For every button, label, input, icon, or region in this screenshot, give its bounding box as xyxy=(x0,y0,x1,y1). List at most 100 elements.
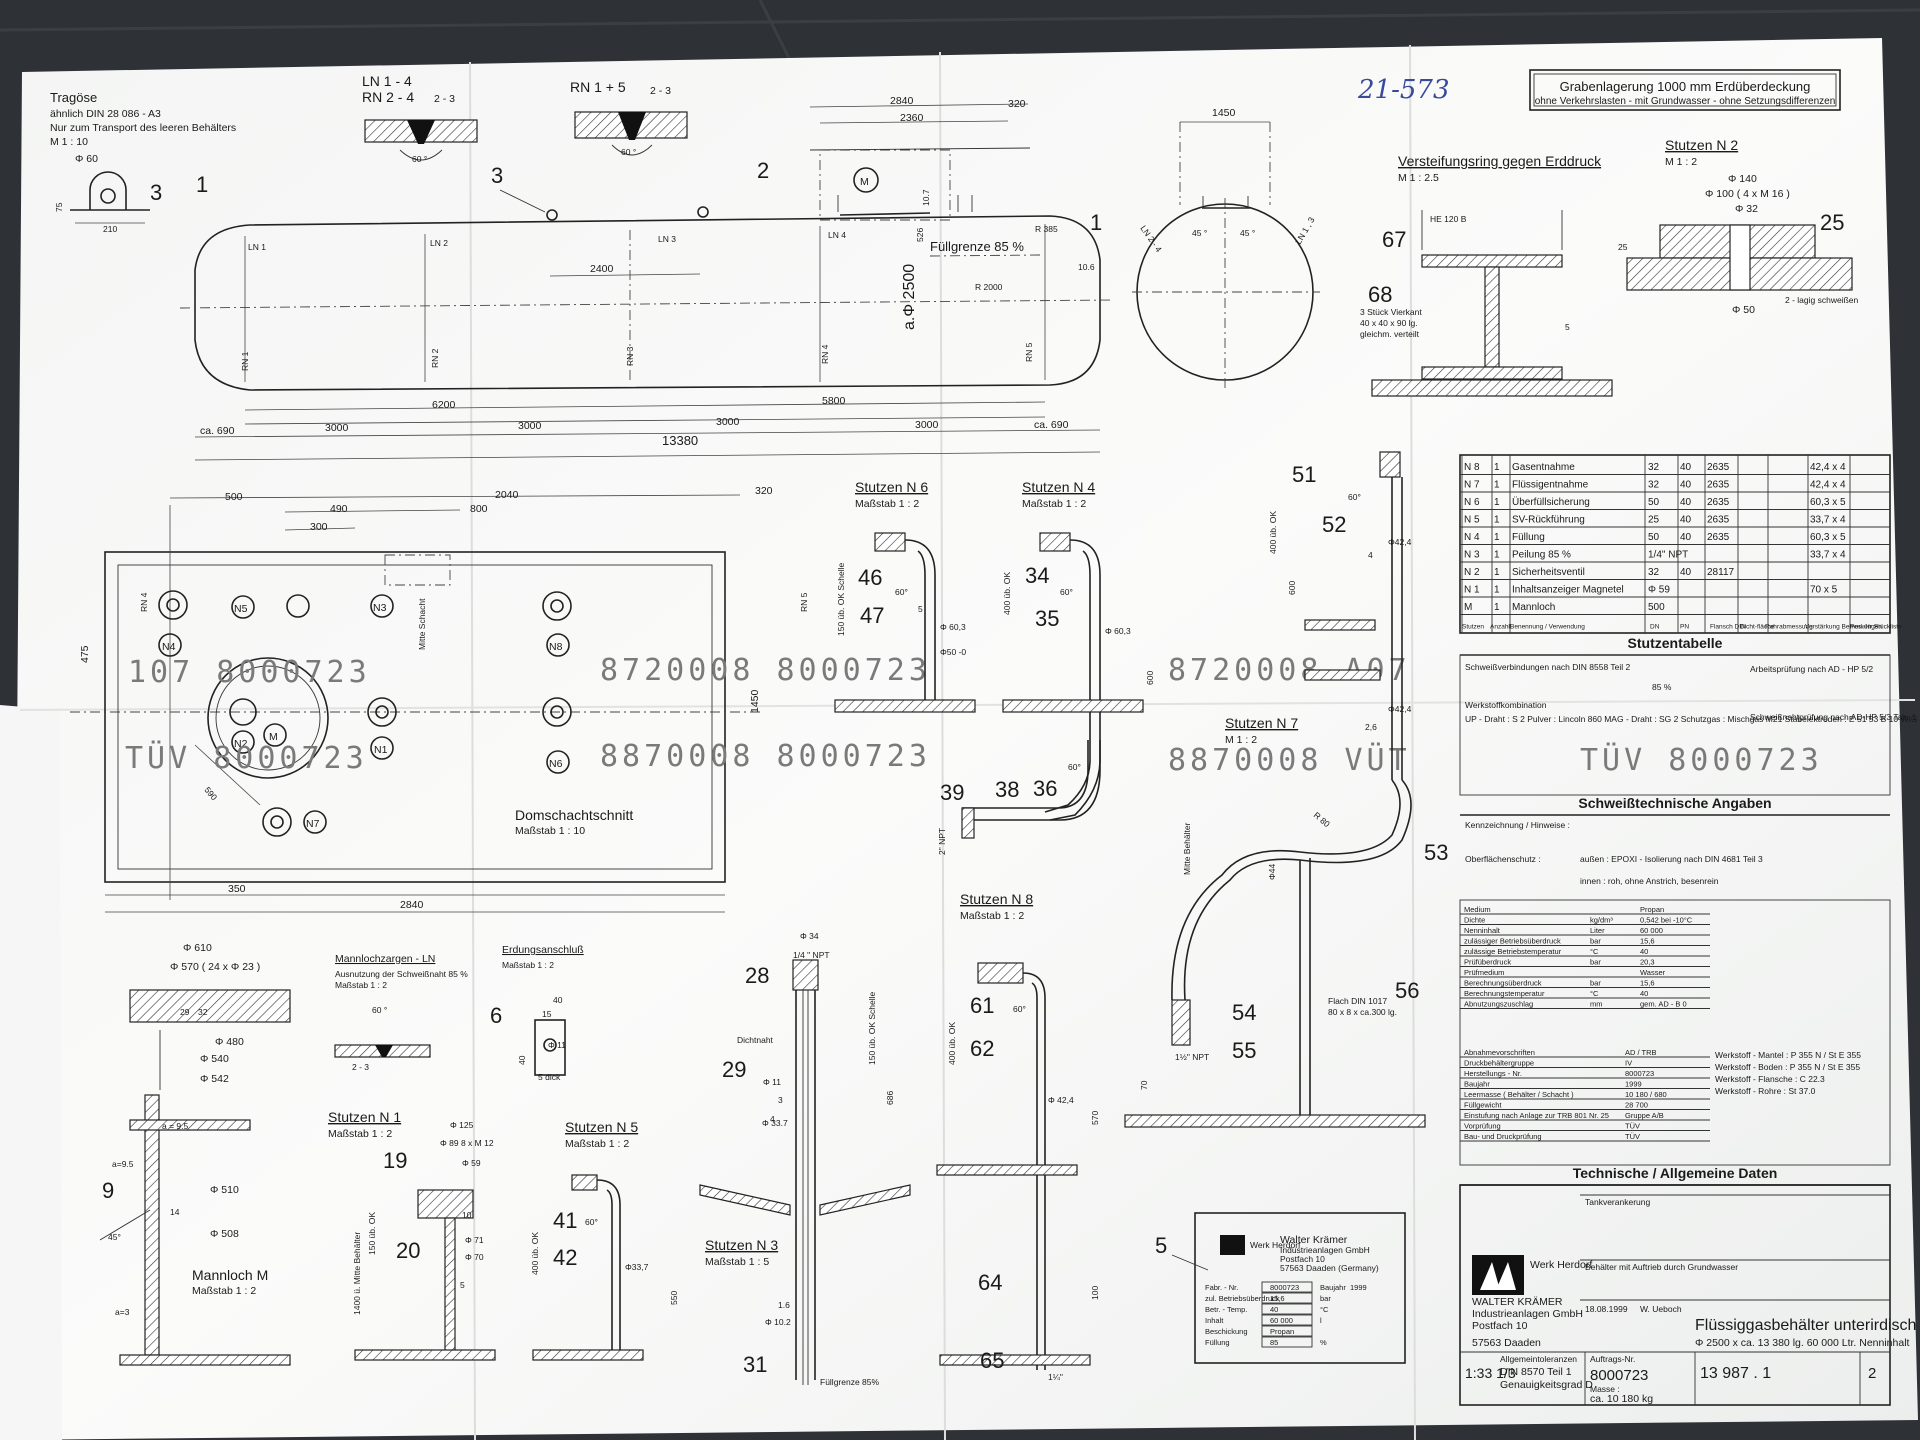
plan-view: 500 2040 320 490 800 300 475 1450 350 28… xyxy=(70,485,809,913)
nozzle-footer-cell: Flansch DIN xyxy=(1710,624,1746,631)
n3-fill: Füllgrenze 85% xyxy=(820,1377,880,1387)
n1-d5: 5 xyxy=(460,1280,465,1290)
nozzle-cell: M xyxy=(1464,602,1472,613)
riser-mid: Mitte Behälter xyxy=(1182,822,1192,875)
riser-item54: 54 xyxy=(1232,1000,1256,1025)
tb-werk: Werk Herdorf xyxy=(1530,1259,1592,1271)
header-box: Grabenlagerung 1000 mm Erdüberdeckung oh… xyxy=(1529,69,1841,111)
tb-note: Behälter mit Auftrieb durch Grundwasser xyxy=(1585,1262,1738,1272)
plate-cell: 8000723 xyxy=(1270,1283,1299,1292)
plan-dim-right: 1450 xyxy=(749,689,761,713)
nameplate: Werk Herdorf Walter Krämer Industrieanla… xyxy=(1155,1212,1406,1364)
mh-i14: 14 xyxy=(170,1207,180,1217)
n2-title: Stutzen N 2 xyxy=(1665,137,1738,153)
nozzle-cell: 1 xyxy=(1494,515,1500,526)
tb-spec: Φ 2500 x ca. 13 380 lg. 60 000 Ltr. Nenn… xyxy=(1695,1337,1910,1349)
n5-d337: Φ33,7 xyxy=(625,1262,649,1272)
dim-5800: 5800 xyxy=(822,395,846,407)
tech-cell: Nenninhalt xyxy=(1464,926,1501,935)
header-line2: ohne Verkehrslasten - mit Grundwasser - … xyxy=(1535,96,1836,107)
n2-scale: M 1 : 2 xyxy=(1665,156,1697,168)
tragoese-line1: ähnlich DIN 28 086 - A3 xyxy=(50,108,161,120)
tb-company1: WALTER KRÄMER xyxy=(1472,1296,1563,1308)
riser-item55: 55 xyxy=(1232,1038,1256,1063)
plate-cell: % xyxy=(1320,1338,1327,1347)
tech-cell: bar xyxy=(1590,958,1601,967)
plan-dim-2040: 2040 xyxy=(495,489,519,501)
n5-item42: 42 xyxy=(553,1245,577,1270)
mh-a95a: a = 9.5 xyxy=(162,1121,189,1131)
mh-i9: 9 xyxy=(102,1178,114,1203)
tech-cell: bar xyxy=(1590,979,1601,988)
nozzle-table-title: Stutzentabelle xyxy=(1628,635,1723,651)
riser-item51: 51 xyxy=(1292,462,1316,487)
end-angle-r: 45 ° xyxy=(1240,228,1255,238)
n4-item35: 35 xyxy=(1035,606,1059,631)
riser-h400: 400 üb. OK xyxy=(1268,511,1278,554)
tb-company4: 57563 Daaden xyxy=(1472,1337,1541,1349)
nozzle-cell: 32 xyxy=(1648,567,1660,578)
ring-beam: HE 120 B xyxy=(1430,214,1467,224)
ring-item67: 67 xyxy=(1382,227,1406,252)
stutzen-n7: Stutzen N 7 M 1 : 2 39 38 36 2" NPT 60° xyxy=(937,715,1298,855)
handwritten-number: 21-573 xyxy=(1357,75,1450,105)
mlz-angle: 60 ° xyxy=(372,1005,387,1015)
stamp-4: TÜV 8000723 xyxy=(125,740,368,776)
nozzle-cell: 1 xyxy=(1494,550,1500,561)
plan-dim-800: 800 xyxy=(470,503,488,515)
n1-d89: Φ 89 8 x M 12 xyxy=(440,1138,494,1148)
rn-title: RN 1 + 5 xyxy=(570,79,626,95)
nozzle-cell: 60,3 x 5 xyxy=(1810,497,1846,508)
nozzle-cell: 1 xyxy=(1494,462,1500,473)
tb-tol1: Allgemeintoleranzen xyxy=(1500,1354,1577,1364)
tech-cell: 15,6 xyxy=(1640,979,1655,988)
mh-d610: Φ 610 xyxy=(183,942,212,954)
manhole-section: Φ 610 Φ 570 ( 24 x Φ 23 ) Φ 480 Φ 540 Φ … xyxy=(99,942,291,1366)
plate-cell: °C xyxy=(1320,1305,1329,1314)
tech-cell-2: Baujahr xyxy=(1464,1080,1490,1089)
wall: 10.6 xyxy=(1078,262,1095,272)
nozzle-cell: 50 xyxy=(1648,532,1660,543)
tech-cell-2: Abnahmevorschriften xyxy=(1464,1048,1535,1057)
nozzle-cell: 42,4 x 4 xyxy=(1810,462,1846,473)
n1-d59: Φ 59 xyxy=(462,1158,481,1168)
tech-cell-2: AD / TRB xyxy=(1625,1048,1657,1057)
tb-rev: 2 xyxy=(1868,1365,1876,1382)
mh-d480: Φ 480 xyxy=(215,1036,244,1048)
ring-dim5: 5 xyxy=(1565,322,1570,332)
n7-item39: 39 xyxy=(940,780,964,805)
n4-h600: 600 xyxy=(1145,671,1155,685)
n3-dicht: Dichtnaht xyxy=(737,1035,774,1045)
dome-m-label: M xyxy=(860,176,869,188)
nozzle-cell: N 1 xyxy=(1464,585,1480,596)
nozzle-cell: 33,7 x 4 xyxy=(1810,550,1846,561)
mlz-title: Mannlochzargen - LN xyxy=(335,953,435,965)
stutzen-n3: Stutzen N 3 Maßstab 1 : 5 Φ 34 1/4 " NPT… xyxy=(699,931,911,1387)
plate-cell: Propan xyxy=(1270,1327,1294,1336)
nozzle-n7: N7 xyxy=(306,818,320,830)
tech-cell: bar xyxy=(1590,937,1601,946)
erdung-w40: 40 xyxy=(553,995,563,1005)
ring-item68: 68 xyxy=(1368,282,1392,307)
riser-d4: 4 xyxy=(1368,550,1373,560)
n2-h25: 25 xyxy=(1618,242,1628,252)
nozzle-cell: 1 xyxy=(1494,585,1500,596)
dim-3000-2: 3000 xyxy=(518,420,542,432)
tech-cell: 0,542 bei -10°C xyxy=(1640,916,1693,925)
n5-title: Stutzen N 5 xyxy=(565,1119,638,1135)
mh-d510: Φ 510 xyxy=(210,1184,239,1196)
nozzle-cell: Flüssigentnahme xyxy=(1512,480,1589,491)
plan-rn5: RN 5 xyxy=(799,592,809,612)
n1-h150: 150 üb. OK xyxy=(367,1212,377,1255)
mat-4: Werkstoff - Rohre : St 37.0 xyxy=(1715,1086,1816,1096)
n1-scale: Maßstab 1 : 2 xyxy=(328,1128,392,1140)
plate-item: 5 xyxy=(1155,1233,1167,1258)
n5-h400: 400 üb. OK xyxy=(530,1232,540,1275)
tech-cell: °C xyxy=(1590,989,1599,998)
n8-npt: 1¼" xyxy=(1048,1372,1063,1382)
n3-d34: Φ 34 xyxy=(800,931,819,941)
tb-drawn: W. Ueboch xyxy=(1640,1304,1682,1314)
weld-ap: UP - Draht : S 2 Pulver : Lincoln 860 MA… xyxy=(1465,714,1920,724)
